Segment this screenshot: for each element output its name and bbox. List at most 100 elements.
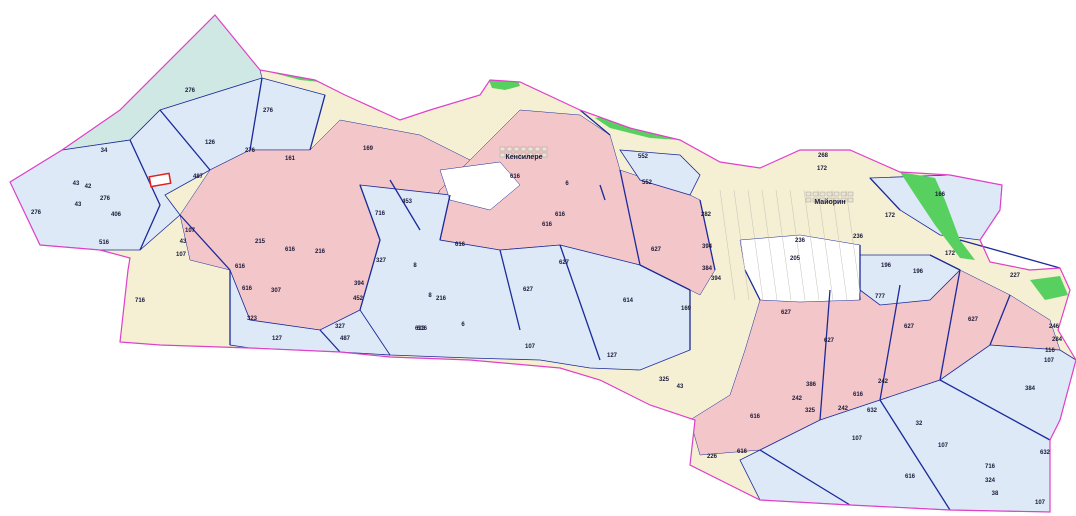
parcel-label[interactable]: 242 — [792, 396, 803, 402]
parcel-label[interactable]: 227 — [1010, 273, 1021, 279]
parcel-label[interactable]: 406 — [111, 212, 122, 218]
parcel-label[interactable]: 107 — [185, 228, 196, 234]
parcel-label[interactable]: 216 — [436, 296, 447, 302]
parcel-label[interactable]: 716 — [985, 464, 996, 470]
parcel-label[interactable]: 8 — [428, 293, 432, 299]
settlement-1[interactable]: Кенсилере — [499, 146, 548, 161]
parcel-label[interactable]: 215 — [255, 239, 266, 245]
parcel-label[interactable]: 616 — [242, 286, 253, 292]
parcel-label[interactable]: 327 — [335, 324, 346, 330]
parcel-label[interactable]: 632 — [867, 408, 878, 414]
parcel-label[interactable]: 169 — [363, 146, 374, 152]
parcel-label[interactable]: 452 — [353, 296, 364, 302]
parcel-label[interactable]: 205 — [790, 256, 801, 262]
parcel-label[interactable]: 324 — [985, 478, 996, 484]
parcel-label[interactable]: 627 — [523, 287, 534, 293]
parcel-label[interactable]: 169 — [681, 306, 692, 312]
parcel-label[interactable]: 616 — [235, 264, 246, 270]
parcel-label[interactable]: 627 — [651, 247, 662, 253]
parcel-label[interactable]: 394 — [702, 244, 713, 250]
parcel-label[interactable]: 716 — [375, 211, 386, 217]
parcel-label[interactable]: 632 — [1040, 450, 1051, 456]
parcel-label[interactable]: 6 — [461, 322, 465, 328]
parcel-label[interactable]: 42 — [85, 184, 92, 190]
parcel-label[interactable]: 276 — [245, 148, 256, 154]
parcel-label[interactable]: 6 — [565, 181, 569, 187]
parcel-label[interactable]: 107 — [525, 344, 536, 350]
parcel-label[interactable]: 323 — [247, 316, 258, 322]
parcel-label[interactable]: 172 — [885, 213, 896, 219]
parcel-label[interactable]: 627 — [824, 338, 835, 344]
parcel-label[interactable]: 627 — [781, 310, 792, 316]
parcel-label[interactable]: 43 — [75, 202, 82, 208]
parcel-label[interactable]: 616 — [555, 212, 566, 218]
parcel-label[interactable]: 394 — [354, 281, 365, 287]
parcel-label[interactable]: 384 — [702, 266, 713, 272]
parcel-label[interactable]: 627 — [968, 317, 979, 323]
parcel-label[interactable]: 616 — [510, 174, 521, 180]
parcel-label[interactable]: 107 — [938, 443, 949, 449]
parcel-label[interactable]: 107 — [1035, 500, 1046, 506]
parcel-label[interactable]: 616 — [417, 326, 428, 332]
parcel-label[interactable]: 616 — [737, 449, 748, 455]
parcel-label[interactable]: 107 — [1044, 358, 1055, 364]
parcel-label[interactable]: 627 — [559, 260, 570, 266]
parcel-label[interactable]: 487 — [193, 174, 204, 180]
parcel-label[interactable]: 127 — [272, 336, 283, 342]
parcel-label[interactable]: 226 — [707, 454, 718, 460]
parcel-label[interactable]: 32 — [916, 421, 923, 427]
parcel-label[interactable]: 268 — [818, 153, 829, 159]
highlighted-parcel[interactable] — [148, 172, 172, 188]
parcel-label[interactable]: 613 — [415, 326, 426, 332]
parcel-label[interactable]: 276 — [31, 210, 42, 216]
parcel-label[interactable]: 166 — [935, 192, 946, 198]
parcel-label[interactable]: 276 — [185, 88, 196, 94]
parcel-label[interactable]: 614 — [623, 298, 634, 304]
parcel-label[interactable]: 126 — [205, 140, 216, 146]
parcel-label[interactable]: 616 — [285, 247, 296, 253]
parcel-label[interactable]: 276 — [263, 108, 274, 114]
parcel-label[interactable]: 627 — [904, 324, 915, 330]
parcel-label[interactable]: 43 — [73, 181, 80, 187]
parcel-label[interactable]: 552 — [642, 180, 653, 186]
parcel-label[interactable]: 242 — [838, 406, 849, 412]
parcel-label[interactable]: 516 — [99, 240, 110, 246]
parcel-label[interactable]: 236 — [795, 238, 806, 244]
parcel-label[interactable]: 43 — [677, 384, 684, 390]
parcel-label[interactable]: 616 — [905, 474, 916, 480]
parcel-label[interactable]: 172 — [817, 166, 828, 172]
parcel-label[interactable]: 107 — [176, 252, 187, 258]
parcel-label[interactable]: 196 — [913, 269, 924, 275]
parcel-label[interactable]: 242 — [878, 379, 889, 385]
parcel-label[interactable]: 34 — [101, 148, 108, 154]
parcel-label[interactable]: 196 — [881, 263, 892, 269]
parcel-label[interactable]: 161 — [285, 156, 296, 162]
parcel-label[interactable]: 487 — [340, 336, 351, 342]
parcel-label[interactable]: 246 — [1049, 324, 1060, 330]
parcel-label[interactable]: 716 — [135, 298, 146, 304]
parcel-label[interactable]: 276 — [100, 196, 111, 202]
parcel-label[interactable]: 236 — [853, 234, 864, 240]
parcel-label[interactable]: 216 — [315, 249, 326, 255]
parcel-label[interactable]: 616 — [750, 414, 761, 420]
parcel-label[interactable]: 552 — [638, 154, 649, 160]
parcel-label[interactable]: 327 — [376, 258, 387, 264]
parcel-label[interactable]: 325 — [805, 408, 816, 414]
parcel-label[interactable]: 282 — [701, 212, 712, 218]
settlement-2[interactable]: Майорин — [805, 191, 854, 206]
parcel-label[interactable]: 384 — [1025, 386, 1036, 392]
parcel-label[interactable]: 307 — [271, 288, 282, 294]
parcel-label[interactable]: 38 — [992, 491, 999, 497]
parcel-label[interactable]: 777 — [875, 294, 886, 300]
parcel-label[interactable]: 386 — [806, 382, 817, 388]
parcel-label[interactable]: 107 — [852, 436, 863, 442]
parcel-label[interactable]: 172 — [945, 251, 956, 257]
parcel-label[interactable]: 616 — [455, 242, 466, 248]
parcel-label[interactable]: 116 — [1045, 348, 1055, 354]
parcel-label[interactable]: 127 — [607, 353, 618, 359]
parcel-label[interactable]: 394 — [711, 276, 722, 282]
parcel-label[interactable]: 453 — [402, 199, 413, 205]
parcel-label[interactable]: 284 — [1052, 337, 1063, 343]
parcel-label[interactable]: 616 — [853, 392, 864, 398]
